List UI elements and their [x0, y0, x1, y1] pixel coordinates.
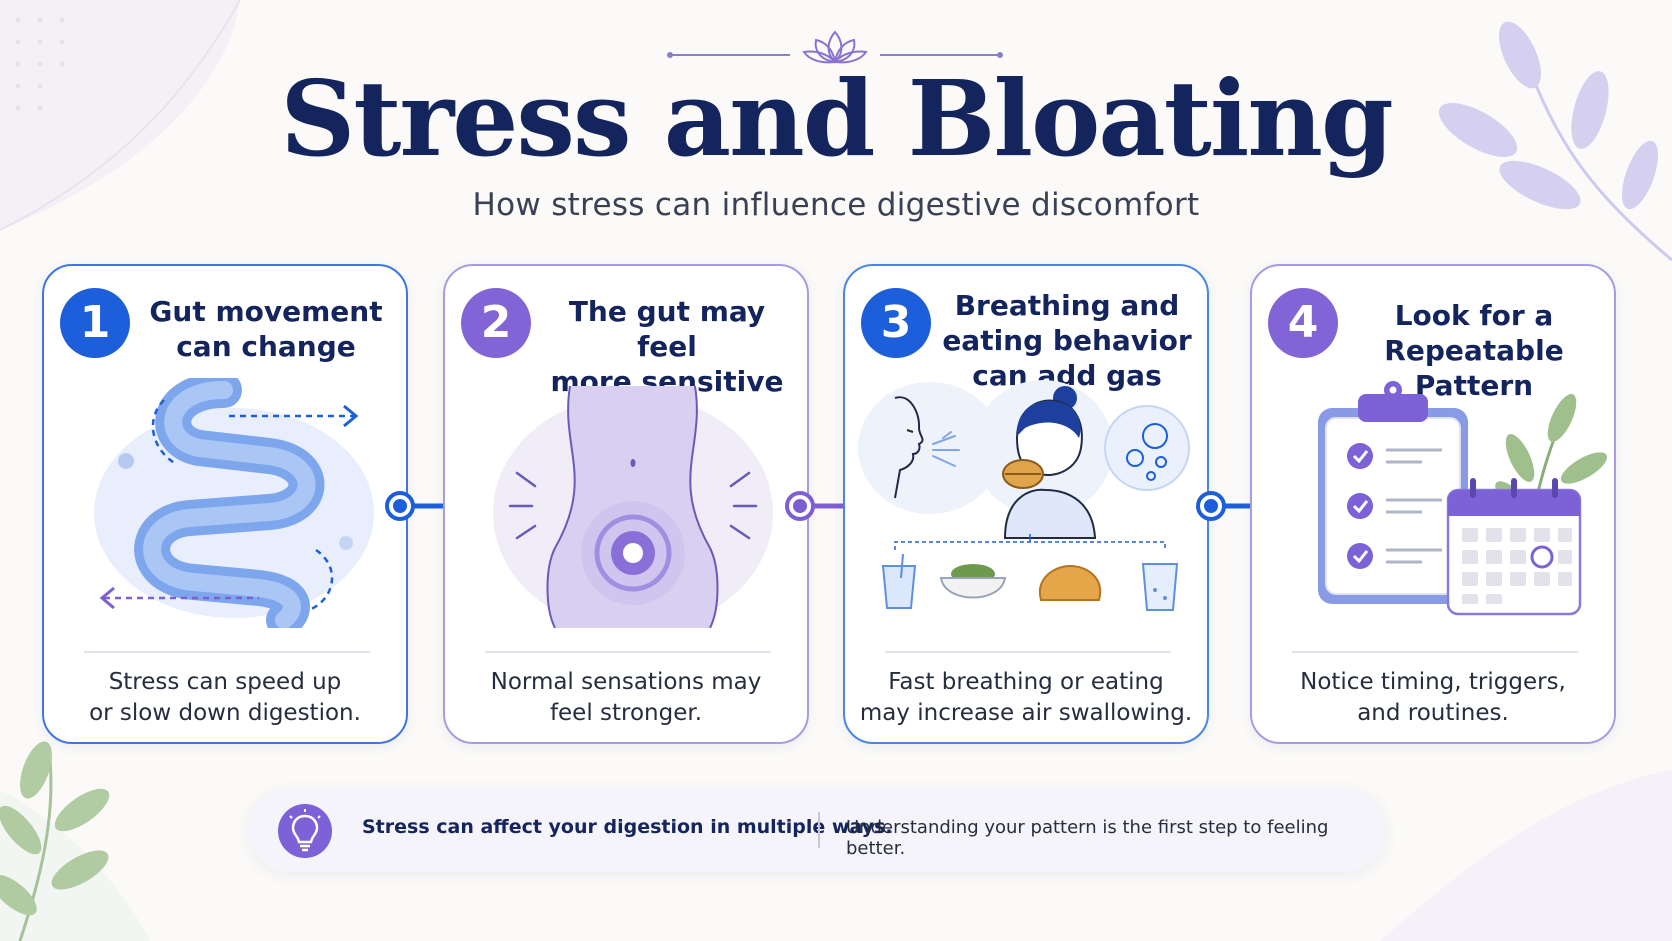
page-subtitle: How stress can influence digestive disco… — [472, 187, 1200, 223]
step-card-3: 3 Breathing and eating behavior can add … — [843, 264, 1209, 744]
step-card-1: 1 Gut movement can change Stress can spe… — [42, 264, 408, 744]
step-caption: Fast breathing or eating may increase ai… — [855, 667, 1197, 729]
step-title: Gut movement can change — [140, 294, 392, 364]
step-caption: Notice timing, triggers, and routines. — [1262, 667, 1604, 729]
eating-person-icon — [858, 380, 1190, 611]
card-divider — [485, 651, 771, 653]
face-profile-icon — [894, 396, 924, 499]
step-title-line: The gut may feel — [568, 295, 766, 363]
step-caption-line: and routines. — [1357, 700, 1509, 726]
salad-bowl-icon — [939, 564, 1007, 599]
step-title-line: Look for a — [1394, 299, 1554, 332]
intestine-icon — [94, 378, 374, 628]
step-title: Breathing and eating behavior can add ga… — [941, 288, 1193, 393]
step-card-2: 2 The gut may feel more sensitive Normal… — [443, 264, 809, 744]
step-title-line: can change — [176, 330, 356, 363]
step-title: Look for a Repeatable Pattern — [1348, 298, 1600, 403]
step-number: 2 — [461, 288, 531, 358]
banner-divider — [818, 812, 820, 848]
banner-headline: Stress can affect your digestion in mult… — [362, 816, 893, 838]
step-caption: Stress can speed up or slow down digesti… — [54, 667, 396, 729]
checklist — [1347, 443, 1442, 569]
step-title-line: eating behavior — [942, 324, 1192, 357]
clipboard-calendar-icon — [1318, 381, 1608, 616]
step-caption-line: Stress can speed up — [108, 669, 342, 695]
step-title-line: Gut movement — [149, 295, 383, 328]
step-number: 1 — [60, 288, 130, 358]
summary-banner: Stress can affect your digestion in mult… — [248, 788, 1386, 872]
drink-glass-icon — [881, 553, 917, 609]
page-title: Stress and Bloating — [280, 57, 1393, 180]
step-caption-line: or slow down digestion. — [89, 700, 361, 726]
card-divider — [84, 651, 370, 653]
lotus-ornament — [667, 30, 1003, 64]
lightbulb-icon — [278, 804, 332, 858]
banner-message: Understanding your pattern is the first … — [846, 817, 1329, 859]
step-caption-line: may increase air swallowing. — [859, 700, 1193, 726]
step-caption-line: Normal sensations may — [490, 669, 762, 695]
step-caption: Normal sensations may feel stronger. — [455, 667, 797, 729]
lotus-icon — [802, 30, 868, 64]
step-caption-line: Notice timing, triggers, — [1300, 669, 1566, 695]
step-caption-line: Fast breathing or eating — [888, 669, 1164, 695]
step-number: 4 — [1268, 288, 1338, 358]
card-divider — [1292, 651, 1578, 653]
step-title-line: Breathing and — [954, 289, 1180, 322]
calendar-icon — [1446, 478, 1582, 616]
card-divider — [885, 651, 1171, 653]
bread-icon — [1038, 564, 1102, 601]
step-number: 3 — [861, 288, 931, 358]
water-glass-icon — [1141, 563, 1179, 611]
step-caption-line: feel stronger. — [549, 700, 703, 726]
step-title-line: Repeatable Pattern — [1384, 334, 1564, 402]
abdomen-icon — [493, 385, 773, 628]
step-card-4: 4 Look for a Repeatable Pattern — [1250, 264, 1616, 744]
